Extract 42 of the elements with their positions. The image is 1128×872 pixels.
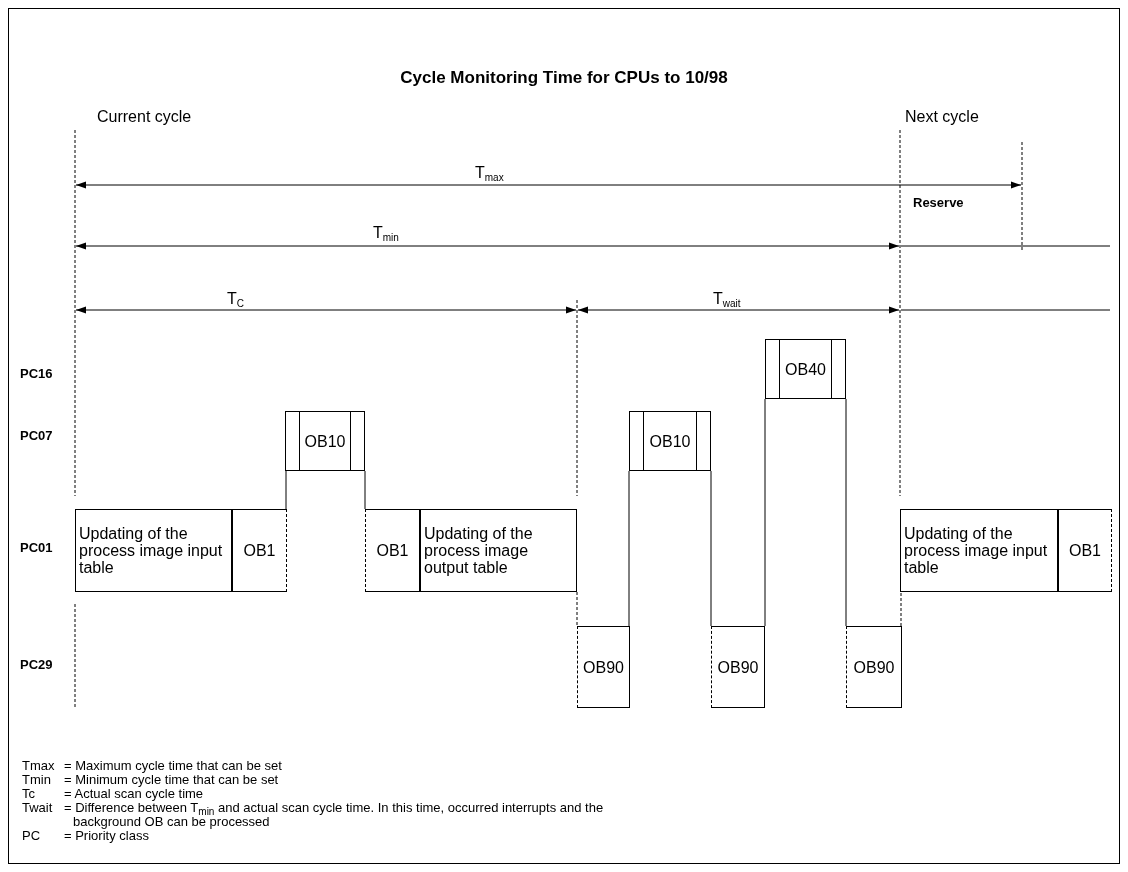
diagram-title: Cycle Monitoring Time for CPUs to 10/98 xyxy=(399,68,729,88)
definition-text: = Actual scan cycle time xyxy=(64,787,205,801)
transition-line xyxy=(764,398,766,627)
transition-line xyxy=(845,398,847,627)
time-label: T$_{max}$ xyxy=(475,164,504,182)
block-box: OB1 xyxy=(232,509,287,592)
definition-text: = Maximum cycle time that can be set xyxy=(64,759,283,773)
priority-label: PC16 xyxy=(20,366,53,381)
definition-term: Tmax xyxy=(22,759,55,773)
definition-term: Tc xyxy=(22,787,35,801)
interrupt-box: OB10 xyxy=(629,411,711,471)
definition-term: Twait xyxy=(22,801,53,815)
transition-line xyxy=(628,470,630,627)
priority-label: PC01 xyxy=(20,540,53,555)
definition-text: = Minimum cycle time that can be set xyxy=(64,773,280,787)
definition-term: Tmin xyxy=(22,773,51,787)
block-box: OB1 xyxy=(365,509,420,592)
cycle-label: Next cycle xyxy=(905,108,979,126)
block-box: OB1 xyxy=(1058,509,1112,592)
time-label: T$_{C}$ xyxy=(227,290,244,308)
block-box: OB90 xyxy=(846,626,902,708)
transition-line xyxy=(364,470,366,510)
transition-line xyxy=(710,470,712,627)
block-box: OB90 xyxy=(711,626,765,708)
time-label: T$_{wait}$ xyxy=(713,290,741,308)
task-box: Updating of the process image input table xyxy=(900,509,1058,592)
interrupt-box: OB40 xyxy=(765,339,846,399)
definition-term: PC xyxy=(22,829,41,843)
interrupt-box: OB10 xyxy=(285,411,365,471)
priority-label: PC07 xyxy=(20,428,53,443)
task-box: Updating of the process image input table xyxy=(75,509,232,592)
cycle-label: Current cycle xyxy=(97,108,192,126)
time-label: T$_{min}$ xyxy=(373,224,399,242)
block-box: OB90 xyxy=(577,626,630,708)
transition-line xyxy=(285,470,287,510)
task-box: Updating of the process image output table xyxy=(420,509,577,592)
priority-label: PC29 xyxy=(20,657,53,672)
definition-text: = Priority class xyxy=(64,829,150,843)
definition-text: = Difference between T$_{min}$ and actual scan cycle time. In this time, occurred interrupts and the background OB can be processed xyxy=(64,801,605,829)
transition-line xyxy=(576,591,578,627)
reserve-label: Reserve xyxy=(913,195,964,210)
transition-line xyxy=(900,591,902,627)
